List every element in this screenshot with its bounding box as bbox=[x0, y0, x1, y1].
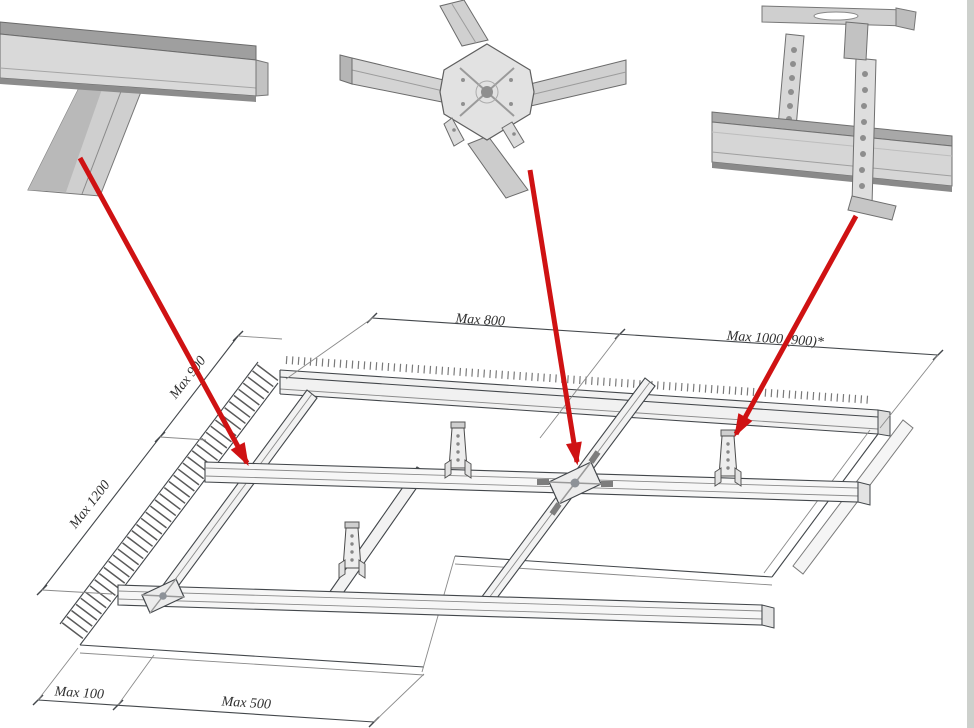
cross-connector-photo bbox=[339, 0, 627, 199]
dim-label-max-100: Max 100 bbox=[53, 684, 104, 702]
dimension-lines bbox=[32, 312, 944, 728]
callout-arrow-crossing bbox=[77, 156, 250, 467]
left-strap bbox=[777, 33, 805, 129]
image-edge-artifact bbox=[967, 0, 974, 728]
perimeter-beam bbox=[279, 369, 891, 437]
dim-label-max-1200: Max 1200 bbox=[66, 478, 113, 532]
callout-arrow-crab bbox=[527, 169, 582, 466]
fixing-tab-left bbox=[443, 117, 465, 147]
rail-end-hook bbox=[895, 7, 917, 31]
slab-edges bbox=[79, 429, 879, 676]
main-beam-end-cap bbox=[255, 59, 269, 97]
lower-channel-shade bbox=[28, 70, 108, 192]
right-strap bbox=[851, 57, 877, 206]
crab-connector-left bbox=[141, 578, 185, 614]
strap-foot-bend bbox=[847, 195, 897, 221]
callout-arrows bbox=[77, 156, 859, 467]
dim-label-max-1000: Max 1000 (900)* bbox=[725, 329, 824, 350]
main-runner-upper bbox=[204, 461, 859, 503]
rail-slot bbox=[813, 11, 859, 21]
callout-arrow-hanger bbox=[733, 214, 859, 438]
main-runners bbox=[117, 461, 871, 629]
main-runner-lower bbox=[117, 584, 763, 626]
main-beam-bottom-lip bbox=[0, 78, 256, 102]
dim-label-max-500: Max 500 bbox=[220, 694, 271, 712]
crab-connector-center bbox=[537, 450, 613, 516]
dim-label-max-800: Max 800 bbox=[454, 311, 505, 329]
center-hole bbox=[481, 86, 493, 98]
beam-bottom-lip bbox=[712, 162, 952, 192]
isometric-drawing: Max 800 Max 1000 (900)* Max 900 Max 1200… bbox=[32, 311, 944, 728]
arm-down bbox=[467, 135, 529, 199]
left-edge-hatch-band bbox=[59, 364, 279, 642]
hanger-clamp bbox=[843, 21, 869, 61]
profile-cross-junction-photo bbox=[0, 21, 269, 197]
suspension-hanger-photo bbox=[711, 5, 953, 221]
arm-left-end bbox=[339, 54, 353, 85]
